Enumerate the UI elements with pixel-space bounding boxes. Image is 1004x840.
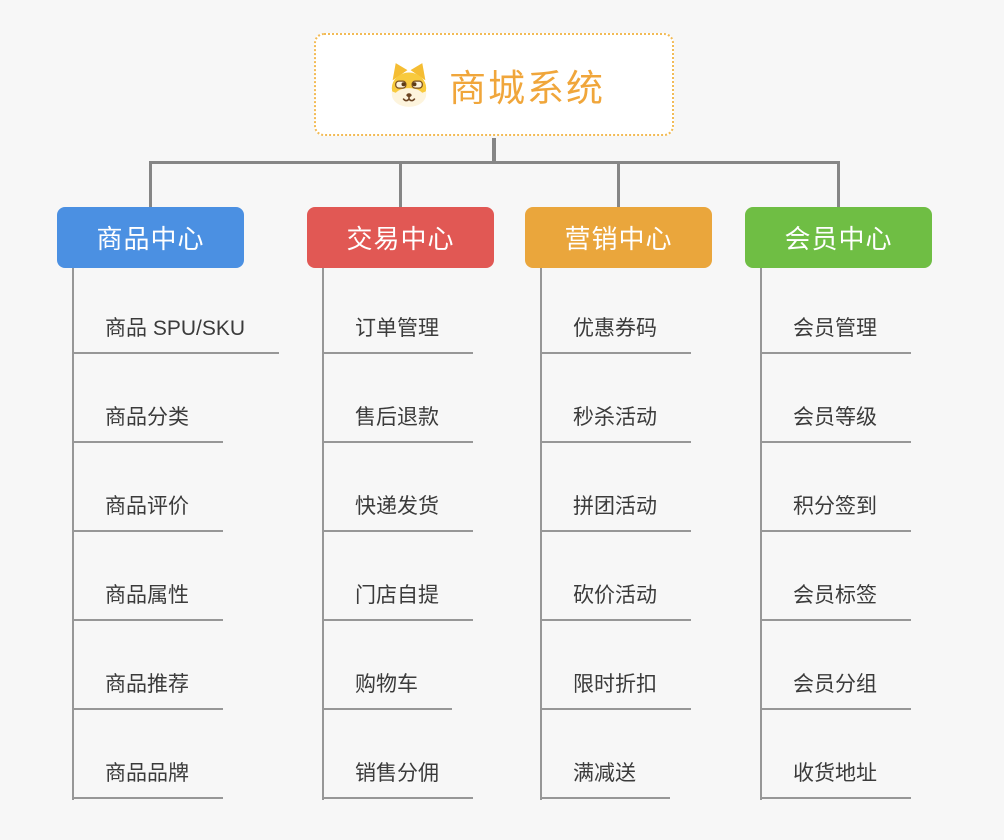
root-title: 商城系统: [449, 67, 605, 109]
branch-trunk: [72, 268, 74, 800]
topic-item[interactable]: 快递发货: [322, 492, 473, 532]
connector-horizontal: [149, 161, 840, 164]
topic-item[interactable]: 会员分组: [760, 670, 911, 710]
topic-item[interactable]: 售后退款: [322, 403, 473, 443]
topic-item[interactable]: 销售分佣: [322, 759, 473, 799]
topic-item[interactable]: 商品 SPU/SKU: [72, 314, 280, 354]
topic-item[interactable]: 优惠券码: [540, 314, 691, 354]
topic-item[interactable]: 商品分类: [72, 403, 223, 443]
connector-drop: [149, 161, 152, 209]
dog-face-icon: [383, 60, 435, 110]
topic-item[interactable]: 限时折扣: [540, 670, 691, 710]
connector-drop: [617, 161, 620, 209]
topic-item[interactable]: 砍价活动: [540, 581, 691, 621]
connector-drop: [399, 161, 402, 209]
branch-trunk: [760, 268, 762, 800]
topic-item[interactable]: 会员管理: [760, 314, 911, 354]
branch-header-trade-center[interactable]: 交易中心: [307, 207, 494, 268]
connector-drop: [837, 161, 840, 209]
topic-item[interactable]: 积分签到: [760, 492, 911, 532]
topic-item[interactable]: 商品推荐: [72, 670, 223, 710]
branch-trunk: [322, 268, 324, 800]
root-node[interactable]: 商城系统: [314, 33, 674, 136]
branch-header-marketing-center[interactable]: 营销中心: [525, 207, 712, 268]
topic-item[interactable]: 商品品牌: [72, 759, 223, 799]
topic-item[interactable]: 会员标签: [760, 581, 911, 621]
topic-item[interactable]: 会员等级: [760, 403, 911, 443]
topic-item[interactable]: 商品评价: [72, 492, 223, 532]
topic-item[interactable]: 拼团活动: [540, 492, 691, 532]
branch-header-member-center[interactable]: 会员中心: [745, 207, 932, 268]
topic-item[interactable]: 满减送: [540, 759, 670, 799]
connector-root-stub: [492, 138, 496, 163]
topic-item[interactable]: 秒杀活动: [540, 403, 691, 443]
branch-trunk: [540, 268, 542, 800]
topic-item[interactable]: 门店自提: [322, 581, 473, 621]
branch-header-product-center[interactable]: 商品中心: [57, 207, 244, 268]
topic-item[interactable]: 订单管理: [322, 314, 473, 354]
topic-item[interactable]: 购物车: [322, 670, 452, 710]
topic-item[interactable]: 商品属性: [72, 581, 223, 621]
topic-item[interactable]: 收货地址: [760, 759, 911, 799]
